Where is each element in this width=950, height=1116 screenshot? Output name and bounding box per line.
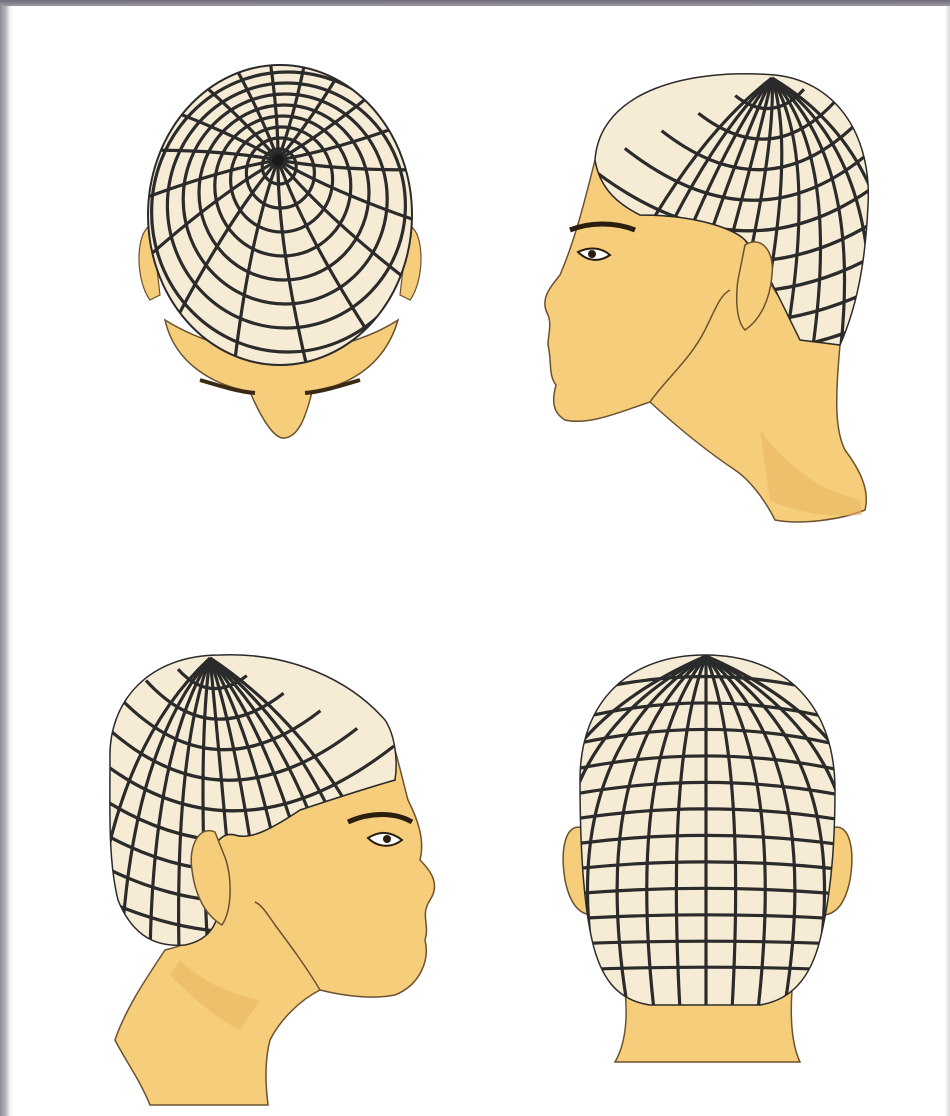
right-profile-iris [383, 835, 391, 843]
head-left-profile [441, 74, 950, 522]
top-view-crown [272, 154, 284, 166]
left-profile-iris [588, 250, 596, 258]
head-right-profile [0, 655, 541, 1105]
head-top-view [0, 0, 578, 455]
head-back-view [528, 655, 884, 1062]
